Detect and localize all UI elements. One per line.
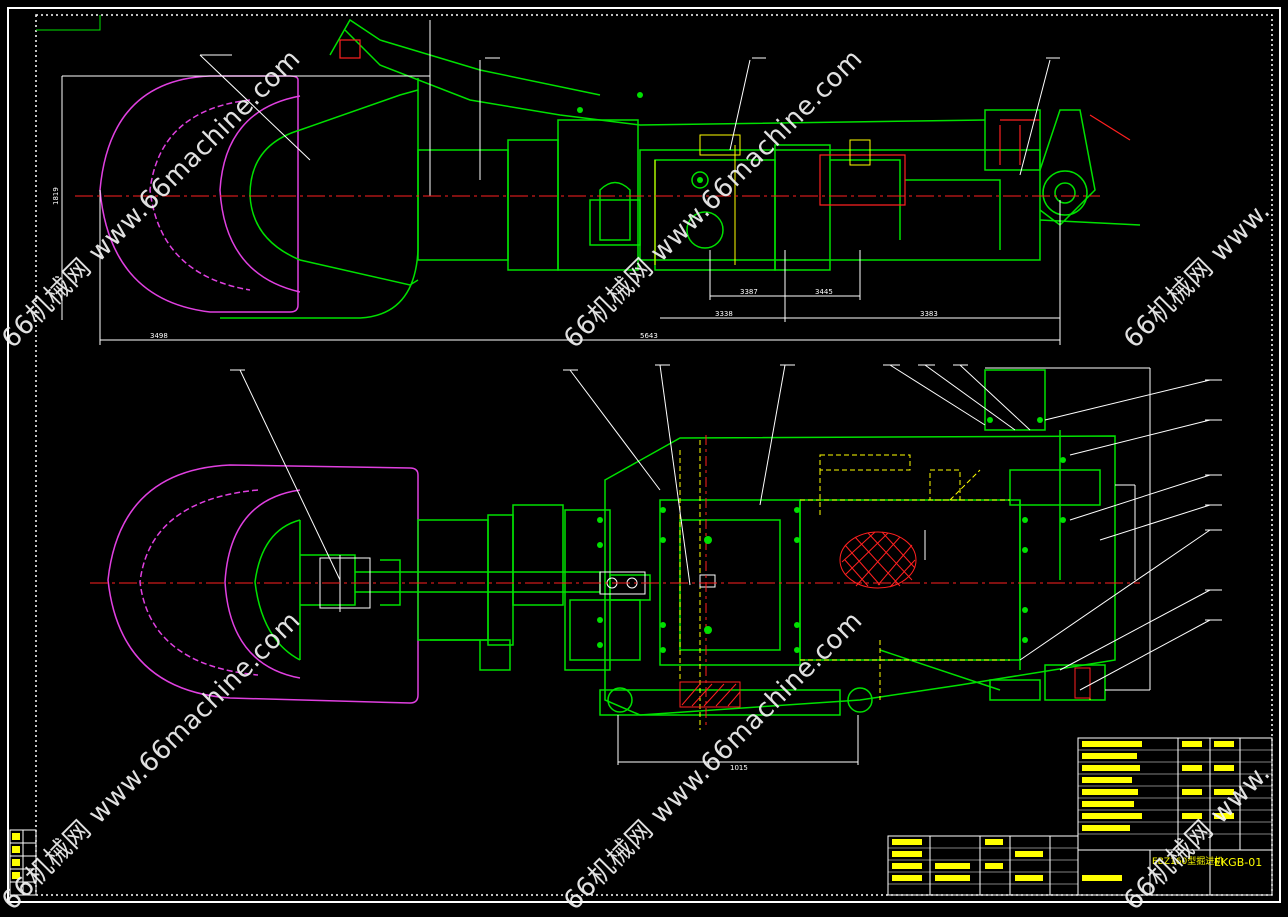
parts-list-rows xyxy=(888,749,1272,885)
revision-block xyxy=(9,829,37,896)
red-hatch-patches xyxy=(679,531,1091,708)
top-dimensions xyxy=(61,20,1061,345)
dim-top-right: 3383 xyxy=(920,310,938,318)
revision-marks xyxy=(12,833,20,879)
corner-mark xyxy=(36,15,101,31)
title-block-name: EBZ160型掘进机 xyxy=(1152,855,1223,867)
top-red-parts xyxy=(339,39,1131,206)
dim-bottom-width: 1015 xyxy=(730,764,748,772)
dim-top-left: 3498 xyxy=(150,332,168,340)
dim-top-inner-a: 3387 xyxy=(740,288,758,296)
dim-top-mid: 3338 xyxy=(715,310,733,318)
cutter-arm-top xyxy=(220,18,1141,319)
parts-list-text-blocks xyxy=(892,741,1234,881)
dim-top-inner-b: 3445 xyxy=(815,288,833,296)
dim-top-vertical: 1819 xyxy=(52,187,60,205)
chassis-bottom xyxy=(254,369,1116,716)
top-yellow-parts xyxy=(654,134,871,265)
part-number-leaders xyxy=(215,54,1222,621)
dim-top-overall: 5643 xyxy=(640,332,658,340)
parts-list xyxy=(887,737,1273,896)
bolt-markers xyxy=(577,92,1066,653)
outer-frame xyxy=(7,7,1281,903)
cutting-head-bottom xyxy=(107,464,419,704)
bottom-yellow-parts xyxy=(679,440,1091,730)
title-block-drawing-no: EKGB-01 xyxy=(1214,856,1262,869)
inner-frame xyxy=(35,14,1273,896)
bottom-white-parts xyxy=(239,364,1211,765)
